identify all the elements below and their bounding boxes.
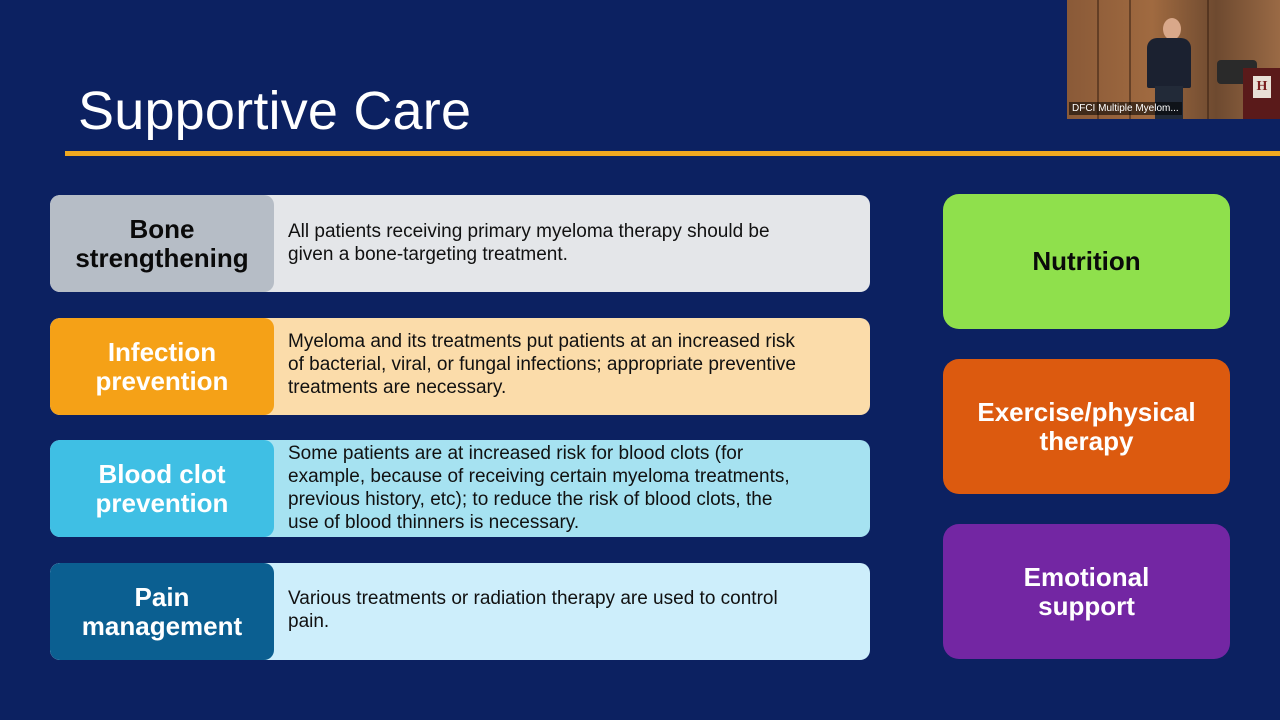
row-label-bone-strengthening: Bone strengthening: [50, 195, 274, 292]
card-label-line1: Exercise/physical: [977, 396, 1196, 427]
row-infection-prevention: Infection prevention Myeloma and its tre…: [50, 318, 870, 415]
row-label-line2: strengthening: [75, 242, 249, 273]
wall-panel-line: [1129, 0, 1131, 119]
description-line: given a bone-targeting treatment.: [288, 244, 568, 265]
description-line: Various treatments or radiation therapy …: [288, 588, 778, 609]
wall-panel-line: [1097, 0, 1099, 119]
row-label-line1: Infection: [107, 336, 217, 367]
row-label-line1: Bone: [129, 213, 195, 244]
description-line: Some patients are at increased risk for …: [288, 443, 744, 464]
speaker-head: [1163, 18, 1181, 40]
description-line: example, because of receiving certain my…: [288, 466, 790, 487]
card-nutrition: Nutrition: [943, 194, 1230, 329]
card-label-line1: Emotional: [1023, 561, 1150, 592]
card-label-line2: support: [1038, 590, 1135, 621]
description-line: use of blood thinners is necessary.: [288, 512, 580, 533]
row-label-pain-management: Pain management: [50, 563, 274, 660]
row-description-infection-prevention: Myeloma and its treatments put patients …: [274, 318, 870, 415]
row-label-line2: management: [81, 610, 243, 641]
description-line: Myeloma and its treatments put patients …: [288, 331, 795, 352]
title-divider: [65, 151, 1280, 156]
description-line: All patients receiving primary myeloma t…: [288, 221, 770, 242]
row-label-line2: prevention: [95, 487, 229, 518]
description-line: treatments are necessary.: [288, 377, 507, 398]
video-caption: DFCI Multiple Myelom...: [1069, 102, 1182, 115]
row-description-bone-strengthening: All patients receiving primary myeloma t…: [274, 195, 870, 292]
row-description-pain-management: Various treatments or radiation therapy …: [274, 563, 870, 660]
speaker-video-thumbnail[interactable]: H DFCI Multiple Myelom...: [1067, 0, 1280, 119]
card-label-line1: Nutrition: [1032, 246, 1141, 276]
slide-title: Supportive Care: [78, 81, 472, 141]
card-emotional-support: Emotional support: [943, 524, 1230, 659]
card-exercise-physical-therapy: Exercise/physical therapy: [943, 359, 1230, 494]
row-label-line1: Blood clot: [98, 458, 226, 489]
row-label-infection-prevention: Infection prevention: [50, 318, 274, 415]
row-label-blood-clot-prevention: Blood clot prevention: [50, 440, 274, 537]
row-label-line2: prevention: [95, 365, 229, 396]
podium-logo: H: [1253, 76, 1271, 98]
row-bone-strengthening: Bone strengthening All patients receivin…: [50, 195, 870, 292]
row-blood-clot-prevention: Blood clot prevention Some patients are …: [50, 440, 870, 537]
row-description-blood-clot-prevention: Some patients are at increased risk for …: [274, 440, 870, 537]
description-line: previous history, etc); to reduce the ri…: [288, 489, 773, 510]
description-line: pain.: [288, 611, 330, 632]
speaker-body: [1147, 38, 1191, 88]
description-line: of bacterial, viral, or fungal infection…: [288, 354, 796, 375]
card-label-line2: therapy: [1039, 425, 1134, 456]
row-pain-management: Pain management Various treatments or ra…: [50, 563, 870, 660]
wall-panel-line: [1207, 0, 1209, 119]
row-label-line1: Pain: [134, 581, 190, 612]
